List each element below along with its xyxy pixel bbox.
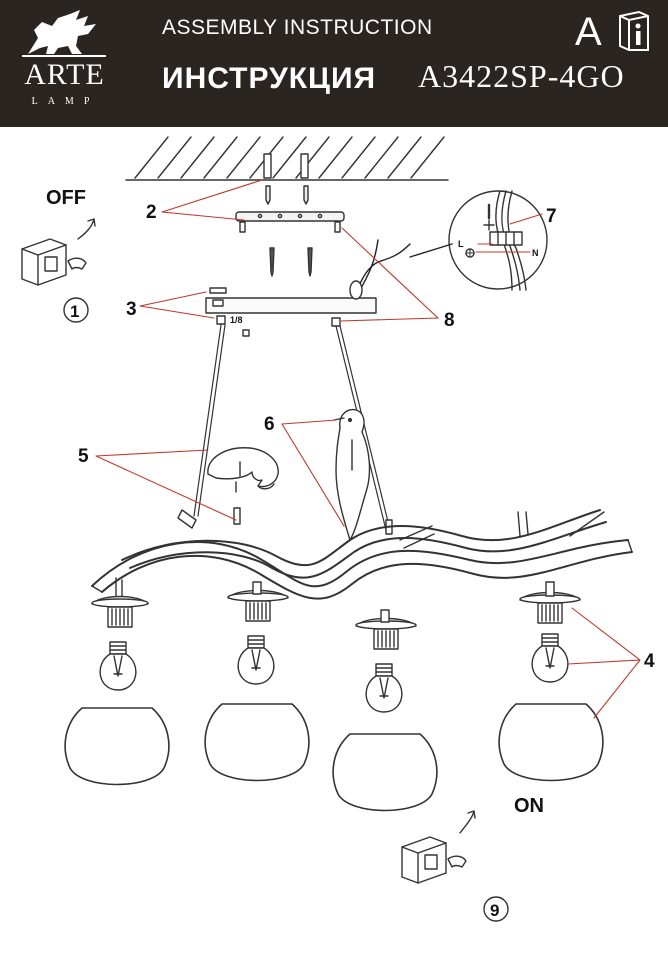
label-neutral: N — [532, 248, 539, 258]
leader-lines — [95, 179, 641, 719]
step-9-number: 9 — [490, 901, 499, 920]
wall-switch-icon — [21, 218, 476, 884]
terminal-block-detail: L N — [409, 190, 548, 291]
label-on: ON — [514, 795, 544, 817]
branch-body — [91, 509, 633, 600]
mounting-bracket — [235, 211, 345, 233]
header-banner: ARTE LAMP ASSEMBLY INSTRUCTION ИНСТРУКЦИ… — [0, 0, 668, 127]
callout-3: 3 — [126, 299, 137, 320]
callout-5: 5 — [78, 446, 89, 467]
bird-decorations — [207, 408, 393, 541]
light-bulb-icon — [99, 633, 569, 713]
title-russian: ИНСТРУКЦИЯ — [162, 62, 377, 95]
label-off: OFF — [46, 187, 86, 209]
callout-2: 2 — [146, 202, 157, 223]
callout-numbers: 2 3 4 5 6 7 8 — [78, 202, 655, 672]
assembly-diagram: 1/8 L N — [21, 136, 655, 922]
glass-globes — [64, 703, 604, 812]
step-9-circle — [483, 896, 509, 922]
brand-name: ARTE — [24, 58, 105, 91]
ceiling — [125, 136, 449, 181]
canopy: 1/8 — [205, 287, 377, 337]
title-english: ASSEMBLY INSTRUCTION — [162, 16, 433, 39]
label-live: L — [458, 239, 464, 249]
lamp-holders — [91, 581, 581, 650]
callout-6: 6 — [264, 414, 275, 435]
callout-7: 7 — [546, 206, 557, 227]
step-markers: OFF 1 ON 9 — [46, 187, 544, 922]
brand-subtitle: LAMP — [31, 96, 100, 107]
info-book-icon — [619, 10, 649, 51]
svg-text:1/8: 1/8 — [230, 315, 243, 325]
step-1-circle — [63, 297, 89, 323]
model-number: A3422SP-4GO — [418, 58, 625, 94]
callout-4: 4 — [644, 651, 655, 672]
supply-wires — [349, 239, 411, 300]
class-letter: A — [575, 10, 602, 54]
mounting-screws — [269, 247, 313, 277]
ceiling-screws — [265, 185, 309, 205]
step-1-number: 1 — [70, 302, 79, 321]
griffin-logo-icon — [22, 10, 106, 57]
callout-8: 8 — [444, 310, 455, 331]
